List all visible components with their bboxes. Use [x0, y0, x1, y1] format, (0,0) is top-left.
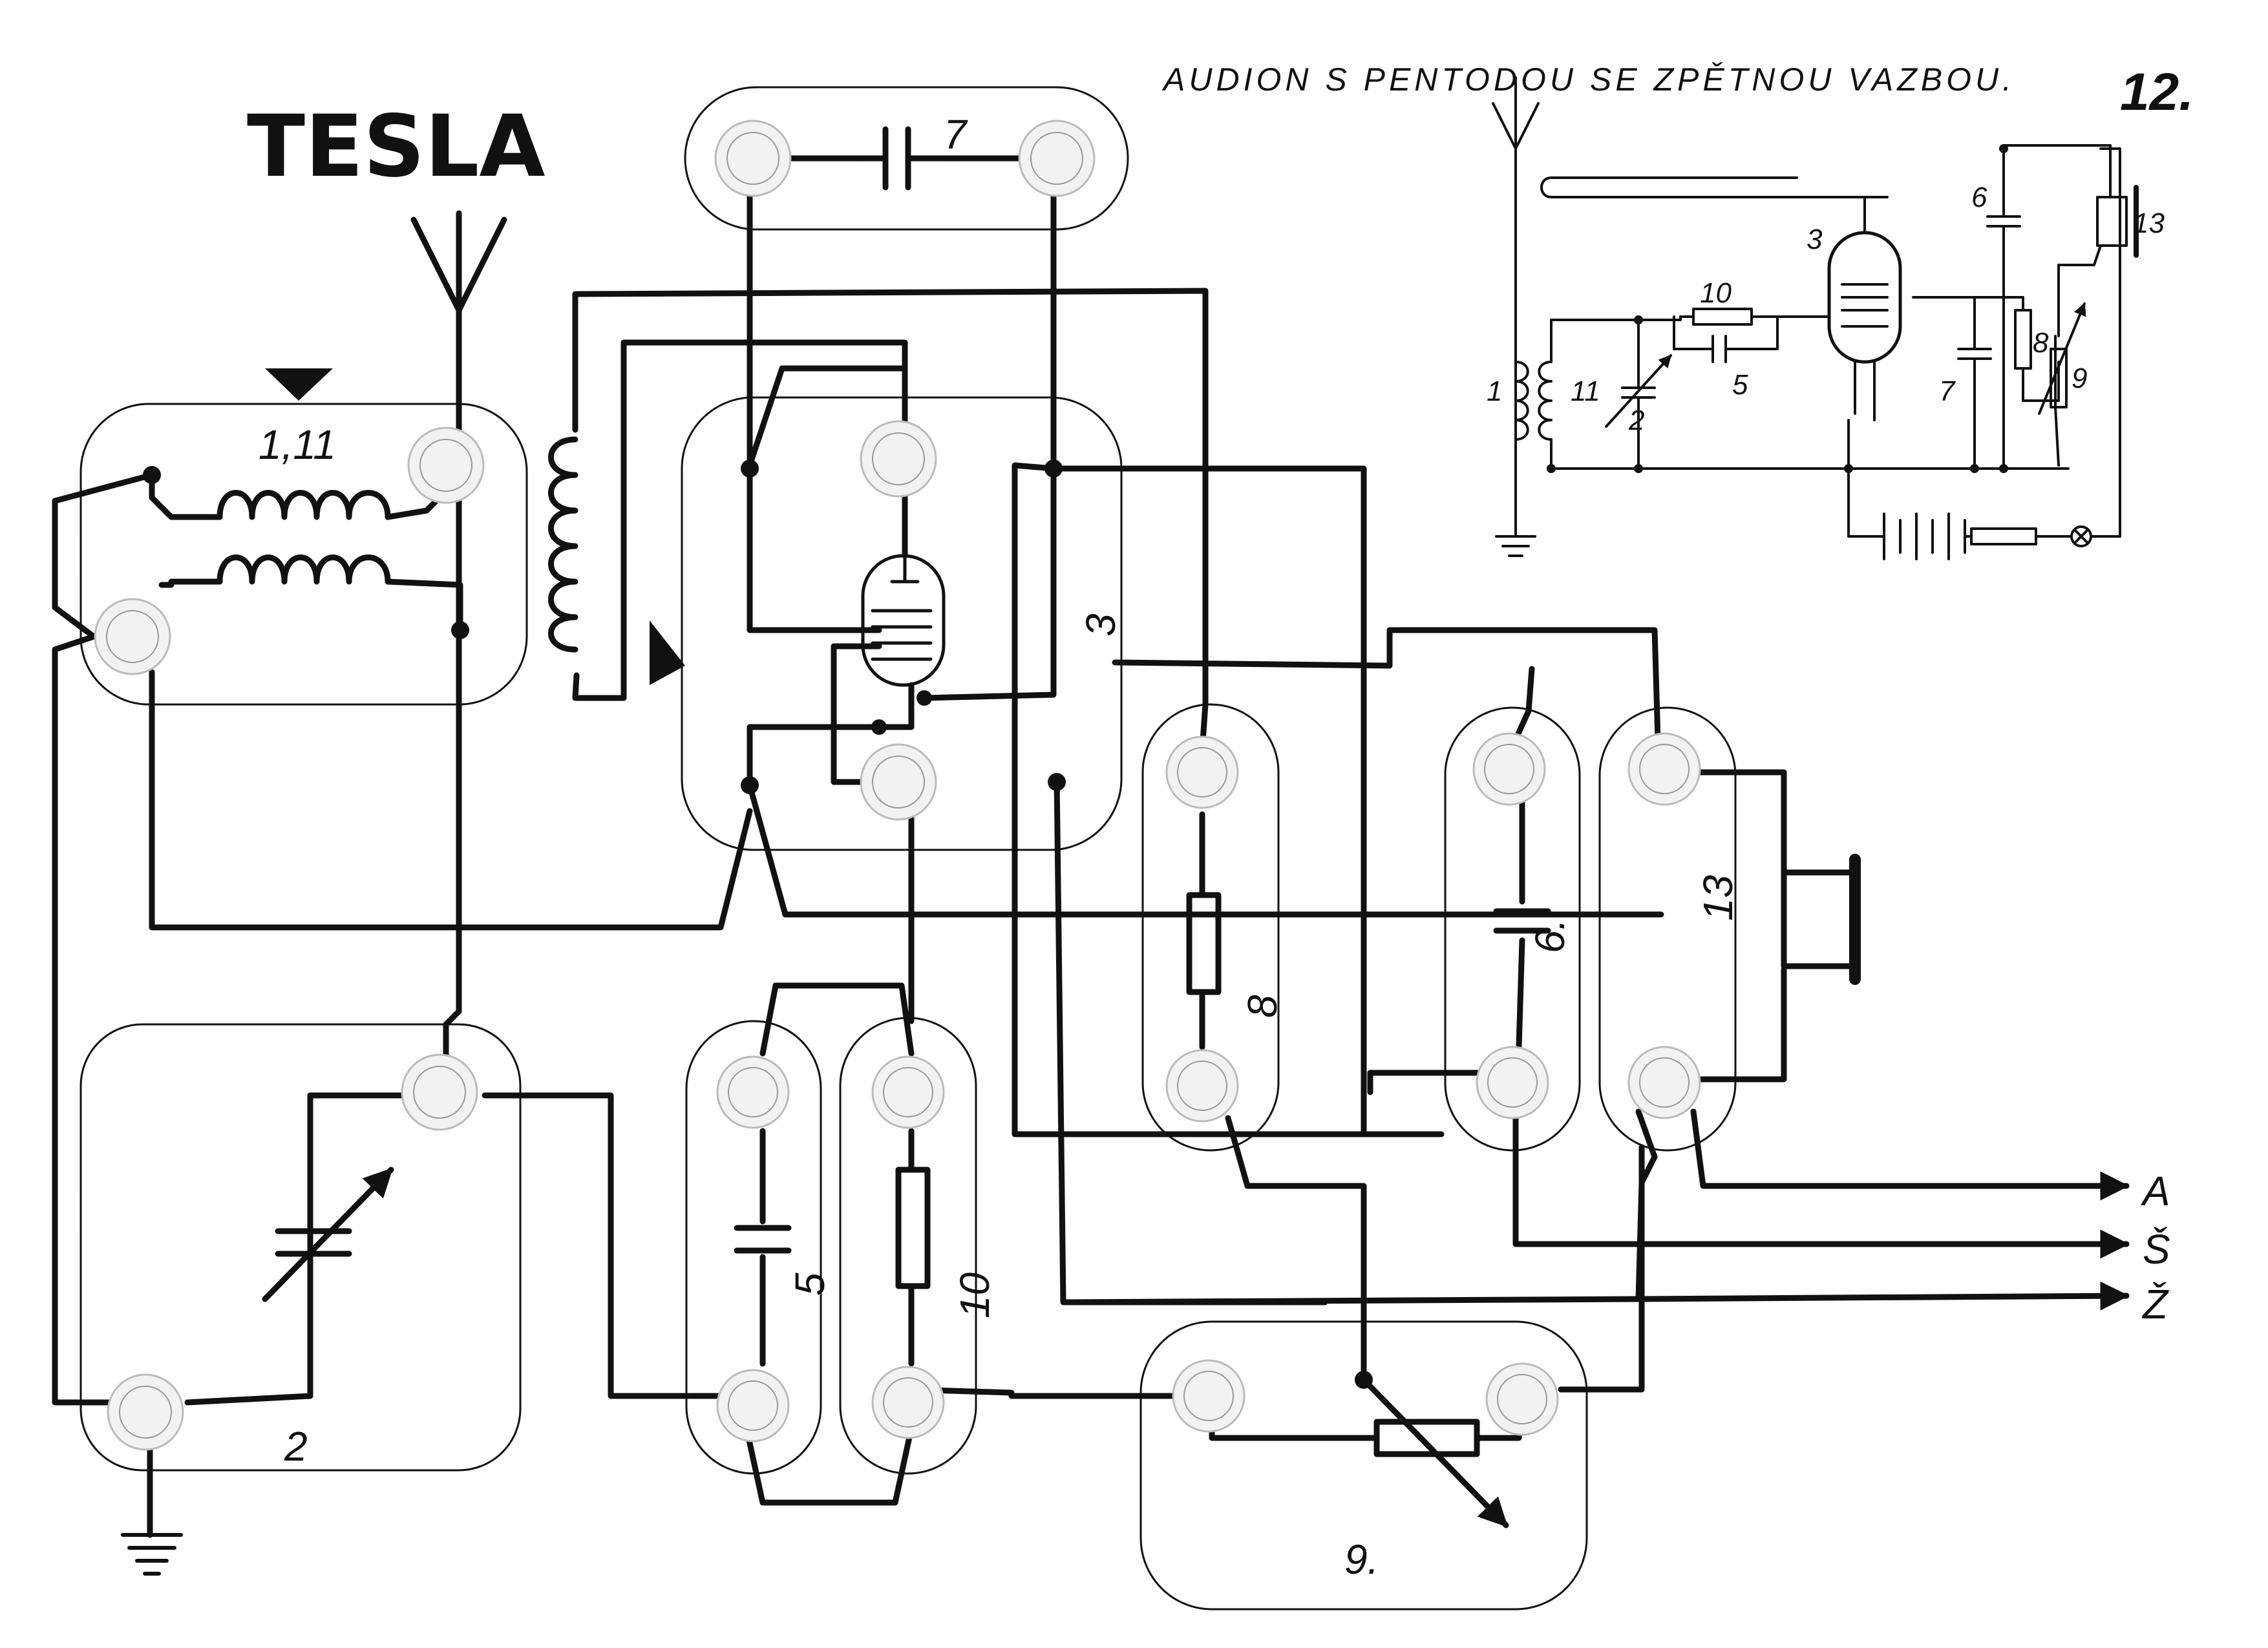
- terminal: [714, 120, 792, 197]
- terminal: [407, 427, 485, 504]
- res8-module: [1141, 703, 1280, 1152]
- diagram-title: AUDION S PENTODOU SE ZPĚTNOU VAZBOU.: [1161, 61, 2015, 98]
- coil-marker: [265, 368, 333, 401]
- schematic-label-7: 7: [1939, 375, 1956, 407]
- schematic-label-9: 9: [2072, 363, 2087, 394]
- terminal: [860, 420, 937, 498]
- schematic-label-6: 6: [1971, 182, 1987, 213]
- label-cap7: 7: [944, 111, 968, 158]
- label-coil: 1,11: [259, 421, 336, 468]
- terminal: [1476, 1046, 1549, 1119]
- schematic-label-13: 13: [2133, 207, 2165, 239]
- ground-symbol: [121, 1533, 183, 1576]
- cap6-module: [1444, 706, 1581, 1152]
- phones13-module: [1598, 706, 1737, 1152]
- label-cap5: 5: [787, 1273, 833, 1296]
- sheet-number: 12.: [2120, 63, 2194, 121]
- label-res10: 10: [951, 1272, 998, 1318]
- junction-dots: [143, 460, 1373, 1389]
- schematic-label-10: 10: [1700, 277, 1732, 309]
- terminal: [1172, 1359, 1245, 1433]
- tube-module: [681, 396, 1123, 851]
- headphones-13-symbol: [1781, 854, 1861, 985]
- coil-11-symbol: [217, 368, 391, 585]
- terminal: [860, 743, 937, 821]
- terminal: [871, 1366, 945, 1439]
- label-pot9: 9.: [1344, 1536, 1379, 1583]
- terminal: [716, 1369, 790, 1442]
- terminal: [1472, 732, 1546, 806]
- output-z: Ž: [2141, 1281, 2169, 1327]
- coil-module: [79, 403, 528, 706]
- terminal: [1627, 732, 1701, 806]
- label-cap6: 6.: [1527, 919, 1573, 953]
- schematic-label-2: 2: [1628, 405, 1644, 436]
- tube-marker: [650, 620, 685, 685]
- schematic-label-8: 8: [2033, 327, 2049, 359]
- cap7-module: [684, 86, 1129, 231]
- terminal: [94, 598, 171, 675]
- terminal: [401, 1053, 478, 1131]
- capacitor-7-symbol: [856, 126, 953, 191]
- wires: [52, 155, 2130, 1538]
- capacitor-2-symbol: [262, 1092, 394, 1399]
- terminal: [1627, 1046, 1701, 1119]
- terminal: [107, 1373, 184, 1451]
- brand-logo: TESLA: [247, 97, 546, 196]
- capacitor-5-symbol: [734, 1225, 792, 1254]
- resistor-8-symbol: [1186, 892, 1222, 995]
- output-labels: A Š Ž: [2140, 1168, 2170, 1327]
- label-tube: 3: [1077, 613, 1124, 637]
- schematic-label-3: 3: [1807, 224, 1823, 255]
- terminal: [871, 1055, 945, 1129]
- terminal: [1018, 120, 1096, 197]
- terminal: [716, 1055, 790, 1129]
- schematic-label-1: 1: [1487, 375, 1502, 407]
- output-s: Š: [2143, 1226, 2170, 1273]
- pentode-symbol: [861, 554, 946, 687]
- potentiometer-9-symbol: [1373, 1419, 1480, 1457]
- capacitor-6-symbol: [1493, 908, 1551, 934]
- output-a: A: [2140, 1168, 2170, 1214]
- label-phones13: 13: [1695, 874, 1741, 921]
- schematic-label-5: 5: [1732, 369, 1748, 401]
- schematic-label-11: 11: [1571, 375, 1600, 407]
- feedback-coil-symbol: [548, 436, 685, 685]
- terminals: [94, 120, 1701, 1451]
- schematic-inset: 1 11 2 3 5 6 7 8 9 10 13: [1487, 76, 2165, 560]
- label-cap2: 2: [284, 1423, 308, 1470]
- cap2-module: [79, 1023, 522, 1472]
- resistor-10-symbol: [895, 1167, 931, 1289]
- terminal: [1165, 735, 1239, 809]
- component-labels: 1,11 2 7 3 5 10 8 6. 13 9.: [259, 111, 1741, 1583]
- terminal: [1485, 1362, 1559, 1436]
- terminal: [1165, 1049, 1239, 1123]
- label-res8: 8: [1239, 995, 1286, 1018]
